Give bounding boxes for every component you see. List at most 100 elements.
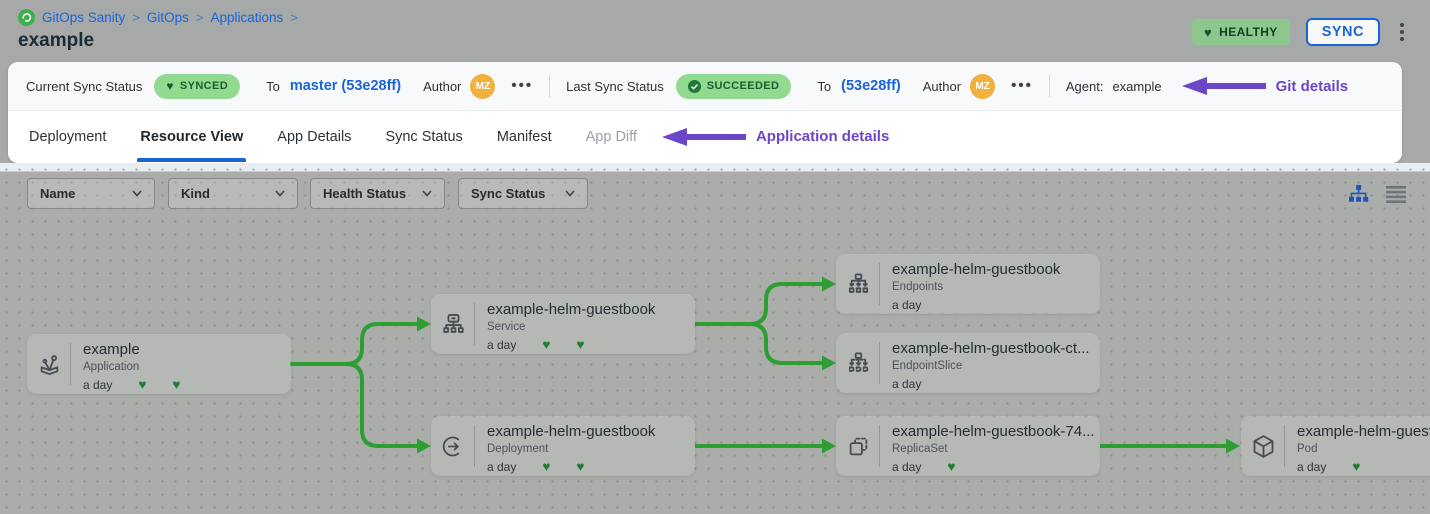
service-icon xyxy=(432,295,474,353)
current-sync-status-label: Current Sync Status xyxy=(26,78,143,94)
tab-manifest[interactable]: Manifest xyxy=(496,128,552,145)
resource-kind: Endpoints xyxy=(892,280,944,293)
sync-status-bar: Current Sync Status ♥ SYNCED To master (… xyxy=(8,62,1402,111)
heart-icon: ♥ xyxy=(172,376,181,392)
resource-age: a day xyxy=(487,337,517,352)
to-label: To xyxy=(817,78,832,94)
author-avatar: MZ xyxy=(470,73,496,99)
resource-age: a day xyxy=(892,459,922,474)
annotation-arrow-icon xyxy=(660,126,746,148)
heart-icon: ♥ xyxy=(166,79,174,93)
filter-label: Name xyxy=(40,186,76,201)
resource-name: example-helm-guestbook xyxy=(487,301,656,318)
deployment-icon xyxy=(432,417,474,475)
resource-age: a day xyxy=(83,377,113,392)
resource-node-application[interactable]: example Application a day ♥ ♥ xyxy=(28,335,290,393)
resource-name: example-helm-guestbook xyxy=(487,423,656,440)
heart-icon: ♥ xyxy=(138,376,147,392)
application-icon xyxy=(28,335,70,393)
tab-app-details[interactable]: App Details xyxy=(277,128,352,145)
git-details-annotation: Git details xyxy=(1275,77,1349,95)
health-status-label: HEALTHY xyxy=(1219,25,1278,39)
breadcrumb: GitOps Sanity > GitOps > Applications > xyxy=(18,9,298,26)
chevron-down-icon xyxy=(422,190,432,197)
resource-kind: Application xyxy=(83,360,140,373)
resource-name: example-helm-guestbook-ct... xyxy=(892,340,1090,357)
sync-button[interactable]: SYNC xyxy=(1305,18,1380,46)
health-status-badge: ♥ HEALTHY xyxy=(1192,19,1290,45)
resource-name: example-helm-guestbook-74... xyxy=(892,423,1095,440)
divider xyxy=(1284,425,1285,467)
resource-age: a day xyxy=(892,376,922,391)
synced-badge: ♥ SYNCED xyxy=(154,73,241,99)
filter-label: Sync Status xyxy=(471,186,546,201)
resource-kind: ReplicaSet xyxy=(892,442,948,455)
divider xyxy=(879,342,880,384)
resource-node-pod[interactable]: example-helm-guest Pod a day♥ xyxy=(1242,417,1430,475)
resource-name: example-helm-guestbook xyxy=(892,261,1061,278)
divider xyxy=(1048,75,1050,97)
breadcrumb-separator: > xyxy=(195,10,204,25)
tab-deployment[interactable]: Deployment xyxy=(29,128,107,145)
divider xyxy=(474,425,475,467)
filter-name-dropdown[interactable]: Name xyxy=(27,178,155,209)
resource-node-endpoints[interactable]: example-helm-guestbook Endpoints a day xyxy=(837,255,1099,313)
succeeded-badge-label: SUCCEEDED xyxy=(706,80,780,92)
annotation-arrow-icon xyxy=(1180,75,1266,97)
filter-label: Kind xyxy=(181,186,210,201)
resource-name: example-helm-guest xyxy=(1297,423,1430,440)
resource-node-replicaset[interactable]: example-helm-guestbook-74... ReplicaSet … xyxy=(837,417,1099,475)
check-circle-icon xyxy=(687,79,701,93)
endpoints-icon xyxy=(837,255,879,313)
divider xyxy=(879,425,880,467)
pod-icon xyxy=(1242,417,1284,475)
page-header: GitOps Sanity > GitOps > Applications > … xyxy=(0,0,1430,62)
tabs-bar: Deployment Resource View App Details Syn… xyxy=(8,111,1402,162)
breadcrumb-separator: > xyxy=(290,10,298,25)
agent-value: example xyxy=(1112,78,1162,94)
current-commit-link[interactable]: master (53e28ff) xyxy=(289,78,402,94)
resource-tree-canvas: Name Kind Health Status Sync Status xyxy=(0,163,1430,514)
author-label: Author xyxy=(922,78,962,94)
application-details-annotation: Application details xyxy=(755,128,890,145)
heart-icon: ♥ xyxy=(1204,24,1213,40)
resource-kind: Service xyxy=(487,320,526,333)
breadcrumb-link-gitops-sanity[interactable]: GitOps Sanity xyxy=(42,10,126,25)
tab-sync-status[interactable]: Sync Status xyxy=(385,128,463,145)
agent-label: Agent: xyxy=(1065,78,1104,94)
heart-icon: ♥ xyxy=(576,458,585,474)
last-commit-link[interactable]: (53e28ff) xyxy=(841,78,901,94)
resource-node-deployment[interactable]: example-helm-guestbook Deployment a day♥… xyxy=(432,417,694,475)
divider xyxy=(474,303,475,345)
filter-label: Health Status xyxy=(323,186,407,201)
resource-age: a day xyxy=(1297,459,1327,474)
resource-age: a day xyxy=(892,297,922,312)
to-label: To xyxy=(266,78,280,94)
tree-view-icon[interactable] xyxy=(1348,184,1369,204)
resource-node-service[interactable]: example-helm-guestbook Service a day ♥ ♥ xyxy=(432,295,694,353)
list-view-icon[interactable] xyxy=(1386,185,1406,203)
filter-health-status-dropdown[interactable]: Health Status xyxy=(310,178,445,209)
filter-kind-dropdown[interactable]: Kind xyxy=(168,178,298,209)
chevron-down-icon xyxy=(275,190,285,197)
chevron-down-icon xyxy=(565,190,575,197)
more-options-kebab-icon[interactable] xyxy=(1396,19,1408,45)
heart-icon: ♥ xyxy=(1352,458,1361,474)
succeeded-badge: SUCCEEDED xyxy=(675,73,792,99)
heart-icon: ♥ xyxy=(576,336,585,352)
tab-resource-view[interactable]: Resource View xyxy=(123,111,260,162)
breadcrumb-link-gitops[interactable]: GitOps xyxy=(146,10,189,25)
replicaset-icon xyxy=(837,417,879,475)
author-label: Author xyxy=(423,78,462,94)
divider xyxy=(879,263,880,305)
resource-age: a day xyxy=(487,459,517,474)
endpointslice-icon xyxy=(837,334,879,392)
resource-node-endpointslice[interactable]: example-helm-guestbook-ct... EndpointSli… xyxy=(837,334,1099,392)
breadcrumb-link-applications[interactable]: Applications xyxy=(210,10,284,25)
resource-name: example xyxy=(83,341,140,358)
app-details-panel: Current Sync Status ♥ SYNCED To master (… xyxy=(8,62,1402,163)
page-title: example xyxy=(18,30,95,51)
filter-sync-status-dropdown[interactable]: Sync Status xyxy=(458,178,588,209)
heart-icon: ♥ xyxy=(542,336,551,352)
tab-app-diff[interactable]: App Diff xyxy=(585,128,637,145)
